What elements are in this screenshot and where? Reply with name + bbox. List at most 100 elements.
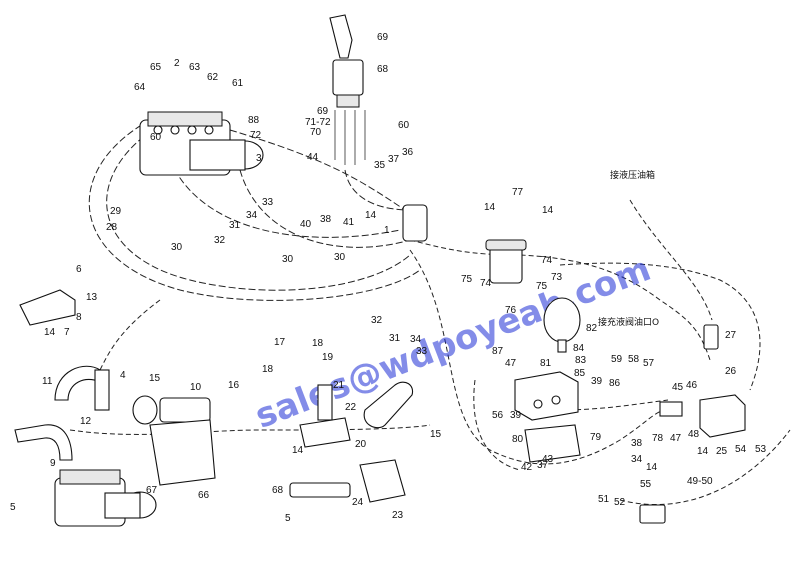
- part-number-label: 13: [86, 292, 98, 303]
- part-number-label: 74: [480, 278, 492, 289]
- part-number-label: 34: [631, 454, 643, 465]
- brake-valve-block: [659, 394, 746, 438]
- multi-way-valve-top: [139, 111, 264, 176]
- part-number-label: 36: [402, 147, 414, 158]
- part-number-label: 53: [755, 444, 767, 455]
- mounting-bracket-79: [524, 424, 581, 463]
- part-number-label: 79: [590, 432, 602, 443]
- part-number-label: 81: [540, 358, 552, 369]
- part-number-label: 80: [512, 434, 524, 445]
- part-number-label: 30: [334, 252, 346, 263]
- elbow-pipe-9: [14, 424, 73, 461]
- part-number-label: 17: [274, 337, 286, 348]
- part-number-label: 43: [542, 454, 554, 465]
- part-number-label: 26: [725, 366, 737, 377]
- mounting-bracket-23: [359, 459, 406, 503]
- part-number-label: 18: [262, 364, 274, 375]
- part-number-label: 39: [591, 376, 603, 387]
- part-number-label: 47: [670, 433, 682, 444]
- part-number-label: 41: [343, 217, 355, 228]
- part-number-label: 23: [392, 510, 404, 521]
- part-number-label: 65: [150, 62, 162, 73]
- joystick-handle: [329, 14, 366, 165]
- hose-lines: [69, 119, 791, 505]
- part-number-label: 34: [410, 334, 422, 345]
- part-number-label: 15: [149, 373, 161, 384]
- mounting-bracket-66: [149, 419, 216, 486]
- part-number-label: 6: [76, 264, 82, 275]
- part-number-label: 2: [174, 58, 180, 69]
- part-number-label: 11: [42, 376, 53, 387]
- part-number-label: 70: [310, 127, 322, 138]
- fitting-52: [639, 504, 666, 524]
- part-number-label: 86: [609, 378, 621, 389]
- part-number-label: 3: [256, 153, 262, 164]
- pump-assembly: [132, 395, 211, 425]
- part-number-label: 16: [228, 380, 240, 391]
- part-number-label: 67: [146, 485, 158, 496]
- part-number-label: 31: [389, 333, 401, 344]
- part-number-label: 35: [374, 160, 386, 171]
- part-number-label: 1: [384, 225, 390, 236]
- part-number-label: 72: [250, 130, 262, 141]
- part-number-label: 24: [352, 497, 364, 508]
- part-number-label: 14: [44, 327, 56, 338]
- part-number-label: 74: [541, 255, 553, 266]
- charging-valve-block: [514, 371, 579, 421]
- part-number-label: 63: [189, 62, 201, 73]
- part-number-label: 83: [575, 355, 587, 366]
- part-number-label: 14: [646, 462, 658, 473]
- part-number-label: 78: [652, 433, 664, 444]
- part-number-label: 19: [322, 352, 334, 363]
- shaft-assembly-24: [289, 482, 351, 498]
- elbow-pipe-11: [54, 365, 110, 411]
- part-number-label: 32: [371, 315, 383, 326]
- part-number-label: 69: [317, 106, 329, 117]
- part-number-label: 5: [10, 502, 16, 513]
- part-number-label: 9: [50, 458, 56, 469]
- part-number-label: 42: [521, 462, 533, 473]
- part-number-label: 58: [628, 354, 640, 365]
- label-to-charge-valve: 接充液阀油口O: [598, 316, 659, 328]
- part-number-label: 77: [512, 187, 524, 198]
- part-number-label: 60: [398, 120, 410, 131]
- part-number-label: 38: [320, 214, 332, 225]
- part-number-label: 39: [510, 410, 522, 421]
- part-number-label: 55: [640, 479, 652, 490]
- part-number-label: 60: [150, 132, 162, 143]
- part-number-label: 30: [282, 254, 294, 265]
- part-number-label: 73: [551, 272, 563, 283]
- part-number-label: 49-50: [687, 476, 713, 487]
- part-number-label: 47: [505, 358, 517, 369]
- part-number-label: 15: [430, 429, 442, 440]
- part-number-label: 14: [484, 202, 496, 213]
- part-number-label: 29: [110, 206, 122, 217]
- part-number-label: 10: [190, 382, 202, 393]
- part-number-label: 14: [365, 210, 377, 221]
- label-to-return-tank: 接液压油箱: [610, 169, 655, 181]
- part-number-label: 14: [542, 205, 554, 216]
- part-number-label: 84: [573, 343, 585, 354]
- bracket-13: [19, 289, 76, 326]
- part-number-label: 64: [134, 82, 146, 93]
- part-number-label: 18: [312, 338, 324, 349]
- part-number-label: 8: [76, 312, 82, 323]
- part-number-label: 62: [207, 72, 219, 83]
- part-number-label: 71-72: [305, 117, 331, 128]
- part-number-label: 7: [64, 327, 70, 338]
- part-number-label: 45: [672, 382, 684, 393]
- part-number-label: 68: [377, 64, 389, 75]
- part-number-label: 20: [355, 439, 367, 450]
- filter-assembly: [485, 239, 527, 284]
- part-number-label: 75: [461, 274, 473, 285]
- part-number-label: 52: [614, 497, 626, 508]
- part-number-label: 56: [492, 410, 504, 421]
- part-number-label: 5: [285, 513, 291, 524]
- part-number-label: 14: [697, 446, 709, 457]
- part-number-label: 51: [598, 494, 610, 505]
- part-number-label: 22: [345, 402, 357, 413]
- part-number-label: 37: [537, 460, 549, 471]
- part-number-label: 75: [536, 281, 548, 292]
